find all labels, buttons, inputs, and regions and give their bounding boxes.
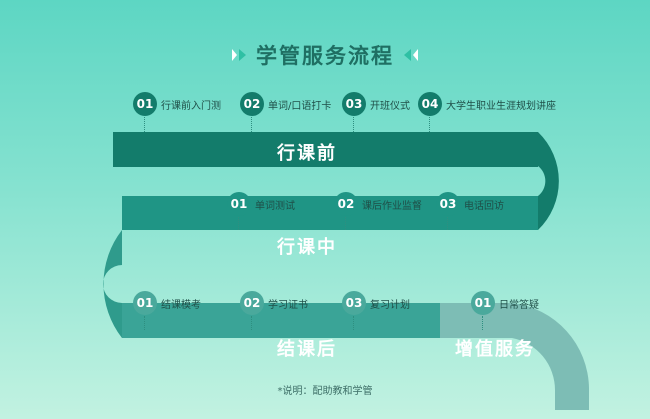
stage-label-value-added: 增值服务 (455, 339, 535, 360)
band-during (122, 196, 538, 230)
step-value-added-1: 01 日常答疑 (471, 291, 539, 315)
step-label: 单词测试 (255, 200, 295, 212)
step-label: 结课模考 (161, 299, 201, 311)
page-title: 学管服务流程 (256, 44, 394, 68)
connector-dots (353, 316, 354, 330)
connector-dots (345, 217, 346, 230)
step-after-2: 02 学习证书 (240, 291, 308, 315)
title-row: 学管服务流程 (0, 40, 650, 70)
step-number-badge: 03 (342, 291, 366, 315)
step-label: 单词/口语打卡 (268, 100, 332, 112)
step-number-badge: 04 (418, 92, 442, 116)
connector-dots (251, 316, 252, 330)
connector-dots (144, 316, 145, 330)
step-number-badge: 01 (133, 291, 157, 315)
step-before-1: 01 行课前入门测 (133, 92, 221, 116)
right-curve (538, 132, 559, 230)
connector-dots (238, 217, 239, 230)
step-before-2: 02 单词/口语打卡 (240, 92, 331, 116)
step-label: 课后作业监督 (362, 200, 422, 212)
step-label: 学习证书 (268, 299, 308, 311)
step-number-badge: 02 (240, 291, 264, 315)
step-number-badge: 02 (334, 192, 358, 216)
step-before-4: 04 大学生职业生涯规划讲座 (418, 92, 556, 116)
step-after-1: 01 结课模考 (133, 291, 201, 315)
step-number-badge: 02 (240, 92, 264, 116)
step-after-3: 03 复习计划 (342, 291, 410, 315)
connector-dots (353, 117, 354, 132)
connector-dots (447, 217, 448, 230)
footnote: *说明：配助教和学管 (277, 386, 373, 397)
band-after (122, 303, 440, 338)
step-during-3: 03 电话回访 (436, 192, 504, 216)
title-left-arrow-icon (232, 49, 246, 61)
stage-label-before: 行课前 (277, 143, 337, 164)
step-before-3: 03 开班仪式 (342, 92, 410, 116)
step-number-badge: 03 (342, 92, 366, 116)
left-curve (103, 230, 122, 338)
step-label: 日常答疑 (499, 299, 539, 311)
step-number-badge: 01 (227, 192, 251, 216)
stage-label-during: 行课中 (277, 237, 337, 258)
connector-dots (144, 117, 145, 132)
connector-dots (251, 117, 252, 132)
step-label: 行课前入门测 (161, 100, 221, 112)
step-number-badge: 03 (436, 192, 460, 216)
step-label: 开班仪式 (370, 100, 410, 112)
step-number-badge: 01 (471, 291, 495, 315)
title-right-arrow-icon (404, 49, 418, 61)
step-label: 复习计划 (370, 299, 410, 311)
step-label: 电话回访 (464, 200, 504, 212)
step-label: 大学生职业生涯规划讲座 (446, 100, 556, 112)
step-number-badge: 01 (133, 92, 157, 116)
stage-label-after: 结课后 (277, 339, 337, 360)
band-before (113, 132, 538, 167)
step-during-1: 01 单词测试 (227, 192, 295, 216)
connector-dots (429, 117, 430, 132)
step-during-2: 02 课后作业监督 (334, 192, 422, 216)
connector-dots (482, 316, 483, 330)
band-value-added (440, 303, 589, 410)
